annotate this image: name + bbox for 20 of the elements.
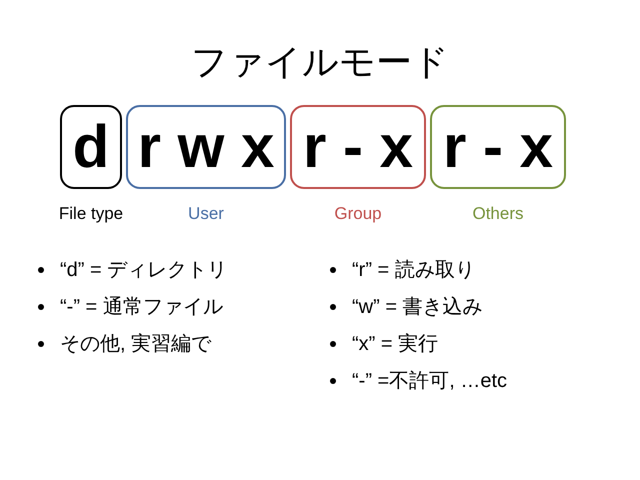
permission-letters: r - x <box>442 117 554 177</box>
permission-box <box>126 105 286 189</box>
bullet-text: “-” =不許可, …etc <box>352 369 508 394</box>
permission-box <box>430 105 566 189</box>
permission-letters: d <box>72 117 110 177</box>
permission-letters: r - x <box>302 117 414 177</box>
group-label: User <box>188 204 224 224</box>
permission-box <box>60 105 122 189</box>
bullet-text: “r” = 読み取り <box>352 258 475 283</box>
bullet-text: “x” = 実行 <box>352 332 438 357</box>
bullet-text: “w” = 書き込み <box>352 295 483 320</box>
permission-letters: r w x <box>138 117 274 177</box>
title: ファイルモード <box>190 40 450 84</box>
group-label: File type <box>58 204 124 224</box>
permission-box <box>290 105 426 189</box>
bullet-text: その他, 実習編で <box>60 332 212 357</box>
group-label: Group <box>334 204 382 224</box>
bullet-text: “d” = ディレクトリ <box>60 258 228 283</box>
group-label: Others <box>472 204 524 224</box>
bullet-text: “-” = 通常ファイル <box>60 295 223 320</box>
